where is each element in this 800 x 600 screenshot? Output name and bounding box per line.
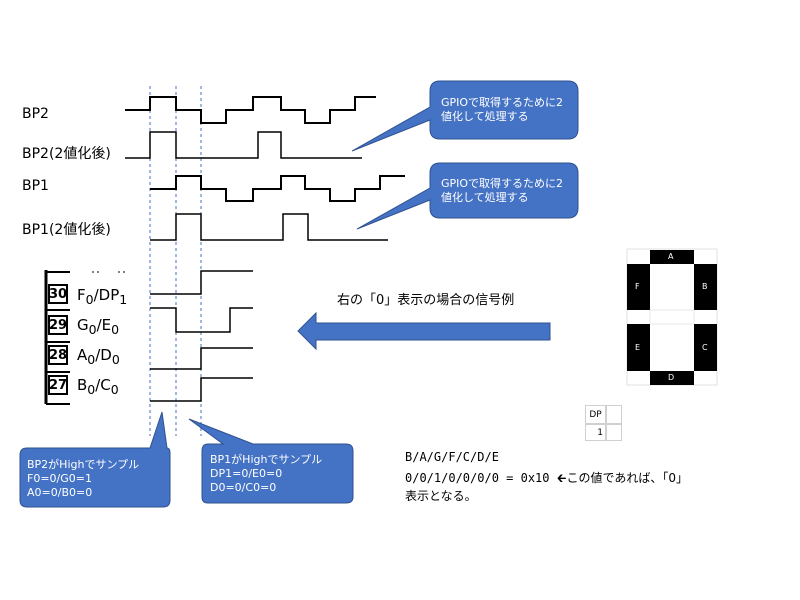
callout-bp1-sample-text: BP1がHighでサンプル DP1=0/E0=0 D0=0/C0=0: [210, 453, 323, 494]
pin-number-28: 28: [48, 345, 68, 365]
bp1-binary-waveform: [150, 213, 388, 241]
pin30-waveform: [150, 270, 253, 295]
seven-segment-display: [626, 248, 718, 386]
signal-label-bp2: BP2: [22, 106, 49, 122]
pin-label-27: B0/C0: [77, 376, 119, 397]
segment-a-label: A: [668, 252, 674, 261]
segment-e-label: E: [635, 343, 641, 352]
dp-table-value: 1: [585, 424, 606, 441]
callout-gpio-1-text: GPIOで取得するために2 値化して処理する: [441, 96, 564, 123]
pin-number-27: 27: [48, 375, 68, 395]
note-segment-order: B/A/G/F/C/D/E: [405, 450, 499, 464]
pin-label-29: G0/E0: [77, 316, 120, 337]
signal-label-bp1: BP1: [22, 178, 49, 194]
pin-number-29: 29: [48, 315, 68, 335]
segment-d-label: D: [668, 373, 675, 382]
pin27-waveform: [150, 377, 253, 402]
bp2-binary-waveform: [125, 131, 362, 159]
pin-number-30: 30: [48, 284, 68, 304]
note-result-line: 表示となる。: [405, 489, 477, 503]
left-arrow-icon: 🡰: [556, 471, 567, 485]
signal-label-bp2-binary: BP2(2値化後): [22, 146, 111, 162]
left-arrow-shape: [297, 311, 551, 351]
dp-table-value-empty: [606, 424, 622, 441]
callout-bp2-sample-shape: [19, 411, 171, 508]
callout-bp1-sample-shape: [188, 418, 354, 504]
bp2-waveform: [125, 96, 376, 124]
segment-b: [694, 264, 717, 310]
segment-g: [649, 309, 695, 325]
dp-table-header: DP: [585, 405, 606, 424]
segment-f: [627, 264, 650, 310]
pin29-waveform: [150, 307, 253, 333]
note-value-line: 0/0/1/0/0/0/0 = 0x10 🡰この値であれば、「0」: [405, 471, 688, 485]
signal-label-bp1-binary: BP1(2値化後): [22, 222, 111, 238]
connector-outline: [44, 270, 128, 405]
callout-gpio-2-text: GPIOで取得するために2 値化して処理する: [441, 177, 564, 204]
segment-a: [650, 250, 694, 264]
sampling-guide-lines: [149, 86, 202, 436]
segment-d: [650, 371, 694, 385]
arrow-caption: 右の「0」表示の場合の信号例: [337, 293, 515, 308]
bp1-waveform: [150, 175, 405, 202]
pin28-waveform: [150, 347, 253, 370]
dp-table-header-empty: [606, 405, 622, 424]
segment-f-label: F: [635, 282, 640, 291]
callout-bp2-sample-text: BP2がHighでサンプル F0=0/G0=1 A0=0/B0=0: [27, 458, 140, 499]
pin-label-30: F0/DP1: [77, 286, 128, 307]
segment-c-label: C: [702, 343, 708, 352]
segment-c: [694, 324, 717, 371]
callout-gpio-2-shape: [356, 162, 579, 230]
pin-label-28: A0/D0: [77, 346, 120, 367]
segment-b-label: B: [702, 282, 708, 291]
segment-e: [627, 324, 650, 371]
callout-gpio-1-shape: [351, 80, 579, 152]
